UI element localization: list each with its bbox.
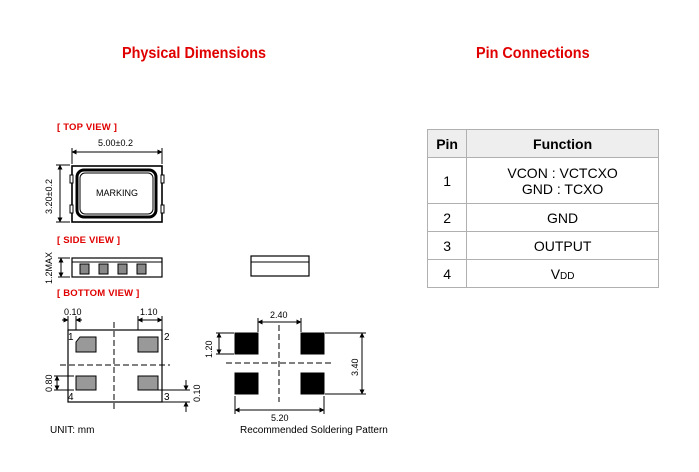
pin-cell: 2	[426, 203, 468, 232]
unit-caption: UNIT: mm	[50, 425, 95, 436]
side-view-label: [ SIDE VIEW ]	[57, 235, 121, 246]
table-row: 2 GND	[426, 203, 659, 232]
dim-width: 3.20±0.2	[44, 179, 54, 214]
table-row: 1 VCON : VCTCXO GND : TCXO	[426, 157, 659, 204]
top-view-drawing	[56, 148, 165, 223]
pin-number-4: 4	[68, 392, 74, 403]
dim-pad-inset: 0.10	[64, 307, 82, 317]
dim-pattern-height: 3.40	[350, 358, 360, 376]
function-subscript: DD	[560, 270, 575, 282]
dim-pattern-inner: 2.40	[270, 310, 288, 320]
top-view-label: [ TOP VIEW ]	[57, 122, 118, 133]
dim-height: 1.2MAX	[44, 251, 54, 284]
function-line: VCON : VCTCXO	[507, 164, 618, 181]
pin-cell: 3	[426, 231, 468, 260]
table-row: 3 OUTPUT	[426, 231, 659, 260]
dim-pad-length: 1.10	[140, 307, 158, 317]
header-pin: Pin	[426, 129, 468, 158]
bottom-view-drawing	[54, 316, 190, 412]
function-line: GND : TCXO	[521, 180, 604, 197]
pin-number-2: 2	[164, 332, 170, 343]
function-cell: VDD	[466, 259, 659, 288]
pin-cell: 1	[426, 157, 468, 204]
physical-dimensions-heading: Physical Dimensions	[122, 45, 267, 62]
function-cell: VCON : VCTCXO GND : TCXO	[466, 157, 659, 204]
bottom-view-label: [ BOTTOM VIEW ]	[57, 288, 140, 299]
table-header-row: Pin Function	[426, 129, 659, 158]
function-cell: OUTPUT	[466, 231, 659, 260]
side-view-drawing	[58, 255, 310, 278]
marking-label: MARKING	[96, 188, 139, 198]
pin-cell: 4	[426, 259, 468, 288]
dim-pad-gap: 0.10	[192, 384, 202, 402]
pin-number-1: 1	[68, 332, 74, 343]
soldering-pattern-drawing	[216, 318, 366, 414]
pin-connections-heading: Pin Connections	[476, 45, 590, 62]
function-main: V	[550, 265, 561, 282]
table-row: 4 VDD	[426, 259, 659, 288]
dim-length: 5.00±0.2	[98, 138, 133, 148]
header-function: Function	[466, 129, 659, 158]
dim-pattern-width: 5.20	[271, 413, 289, 423]
dim-pattern-pad-h: 1.20	[204, 340, 214, 358]
function-cell: GND	[466, 203, 659, 232]
pin-number-3: 3	[164, 392, 170, 403]
dim-pad-width: 0.80	[44, 374, 54, 392]
pin-connections-table: Pin Function 1 VCON : VCTCXO GND : TCXO …	[426, 129, 659, 288]
soldering-pattern-caption: Recommended Soldering Pattern	[240, 425, 388, 436]
